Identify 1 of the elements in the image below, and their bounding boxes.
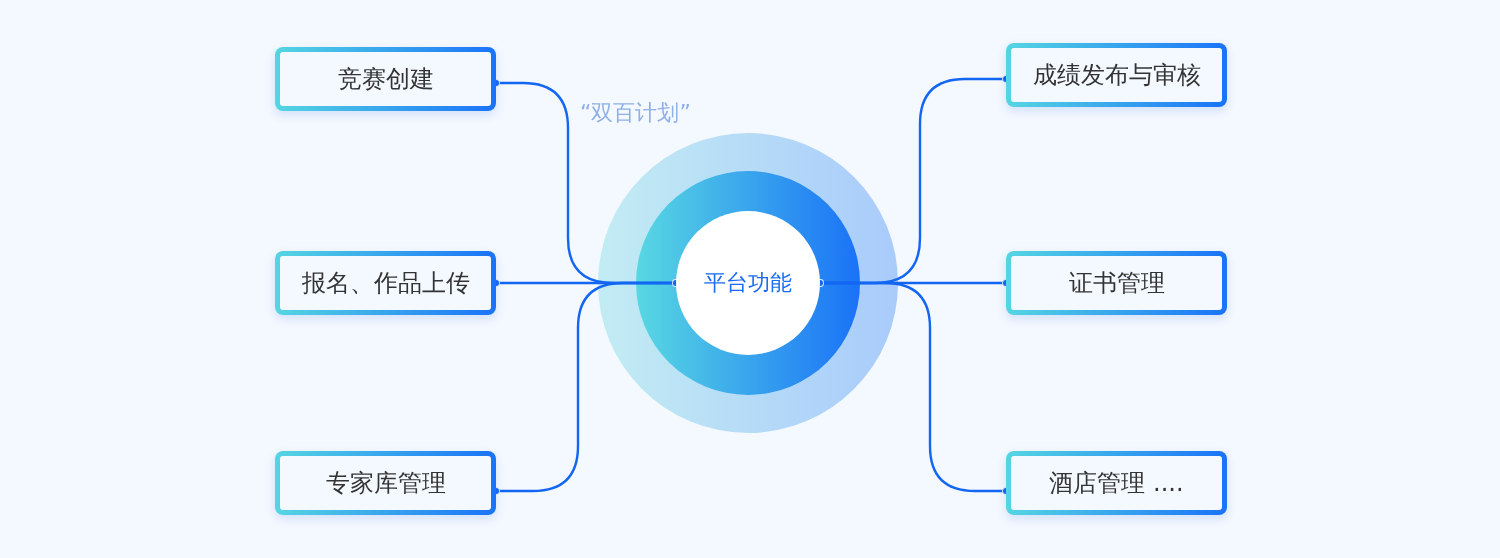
- overlay-text: “双百计划”: [580, 99, 691, 127]
